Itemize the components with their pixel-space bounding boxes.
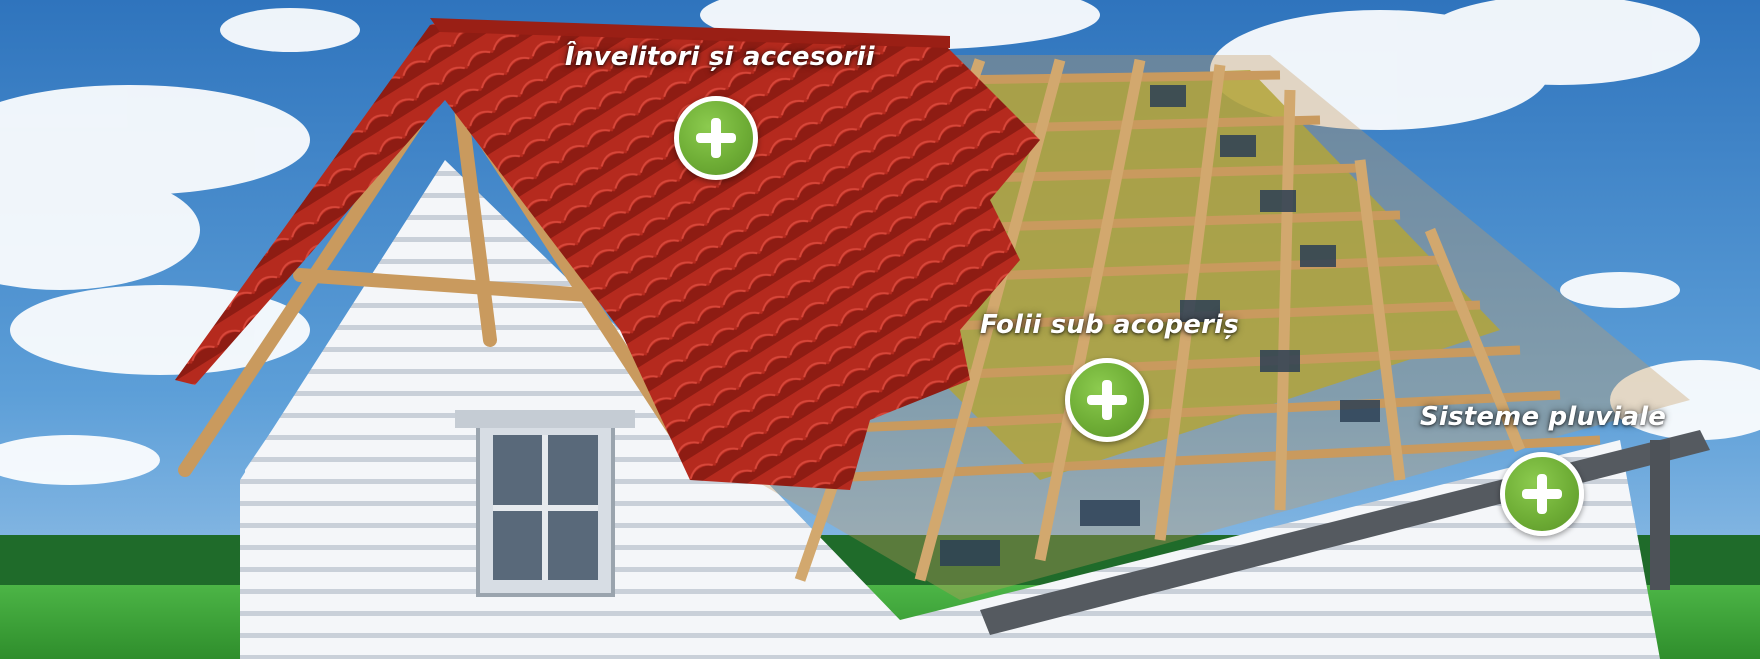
hotspot-label-membranes: Folii sub acoperiș bbox=[980, 310, 1239, 340]
hotspot-label-gutters: Sisteme pluviale bbox=[1420, 402, 1667, 432]
membranes-plus-button[interactable] bbox=[1065, 358, 1149, 442]
roofing-plus-button[interactable] bbox=[674, 96, 758, 180]
roof-tiles bbox=[175, 20, 1040, 490]
plus-icon bbox=[694, 116, 738, 160]
ridge-cap bbox=[430, 18, 950, 48]
plus-icon bbox=[1085, 378, 1129, 422]
plus-icon bbox=[1520, 472, 1564, 516]
gutters-plus-button[interactable] bbox=[1500, 452, 1584, 536]
window bbox=[455, 410, 635, 597]
downpipe bbox=[1650, 440, 1670, 590]
hotspot-label-roofing: Învelitori și accesorii bbox=[565, 42, 875, 72]
dark-membrane-panels bbox=[940, 85, 1380, 566]
